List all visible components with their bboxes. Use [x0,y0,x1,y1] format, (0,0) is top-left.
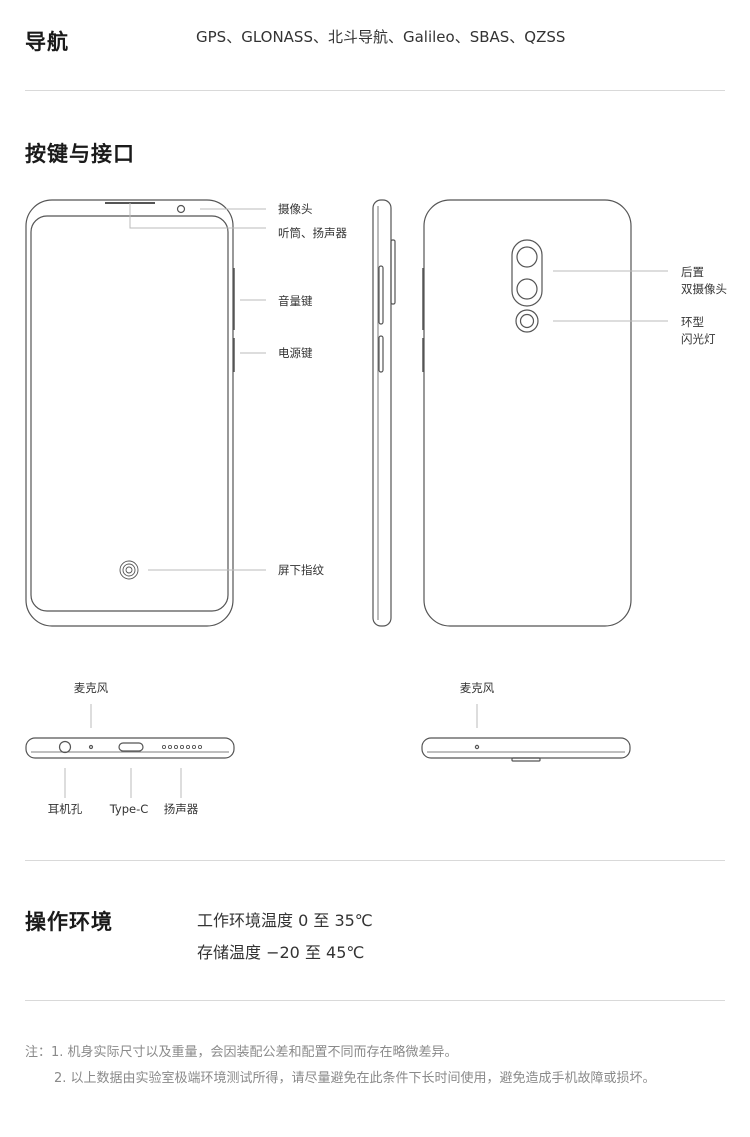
label-earpiece: 听筒、扬声器 [278,226,347,240]
rear-camera-module [511,239,543,307]
label-rear-camera-1: 后置 [681,265,704,279]
footnotes: 注：1. 机身实际尺寸以及重量，会因装配公差和配置不同而存在略微差异。 2. 以… [25,1040,656,1092]
front-body-outline [25,199,234,627]
bottom-mic-hole [88,744,94,750]
label-typec: Type-C [109,802,149,816]
label-camera: 摄像头 [278,202,313,216]
phone-diagram: 摄像头 听筒、扬声器 音量键 电源键 屏下指纹 后置 双摄像头 环型 闪光灯 麦… [25,199,727,816]
typec-port [118,742,144,752]
label-flash-2: 闪光灯 [681,332,716,346]
label-fingerprint: 屏下指纹 [278,563,324,577]
navigation-value: GPS、GLONASS、北斗导航、Galileo、SBAS、QZSS [196,28,566,46]
label-volume: 音量键 [278,294,313,308]
note-1: 注：1. 机身实际尺寸以及重量，会因装配公差和配置不同而存在略微差异。 [25,1045,458,1060]
speaker-grille [161,744,203,750]
label-headphone: 耳机孔 [48,802,83,816]
phone-side-view [372,199,396,627]
bottom-leader-lines [64,704,182,798]
storage-temperature: 存储温度 −20 至 45℃ [197,943,365,962]
front-screen-outline [30,215,229,612]
back-leader-lines [553,270,668,322]
divider-1 [25,90,725,91]
phone-front-view [25,199,235,627]
note-2: 2. 以上数据由实验室极端环境测试所得，请尽量避免在此条件下长时间使用，避免造成… [54,1071,656,1086]
rear-camera-lens-2 [516,278,538,300]
label-power: 电源键 [278,346,313,360]
ring-flash-inner [519,313,535,329]
front-leader-lines [129,203,266,571]
label-flash-1: 环型 [681,315,704,329]
environment-title: 操作环境 [25,910,113,934]
ring-flash-outer [515,309,539,333]
phone-bottom-view [25,737,235,759]
label-rear-camera-2: 双摄像头 [681,282,727,296]
label-mic-top: 麦克风 [460,681,495,695]
label-speaker: 扬声器 [164,802,199,816]
buttons-ports-title: 按键与接口 [25,142,135,166]
phone-top-view [421,737,631,762]
top-mic-hole [474,744,480,750]
navigation-title: 导航 [25,30,69,54]
front-camera-lens [176,204,186,214]
divider-2 [25,860,725,861]
phone-back-view [422,199,632,627]
headphone-jack [58,740,72,754]
operating-temperature: 工作环境温度 0 至 35℃ [197,911,373,930]
label-mic-bottom: 麦克风 [74,681,109,695]
divider-3 [25,1000,725,1001]
fingerprint-icon [119,560,139,580]
rear-camera-lens-1 [516,246,538,268]
